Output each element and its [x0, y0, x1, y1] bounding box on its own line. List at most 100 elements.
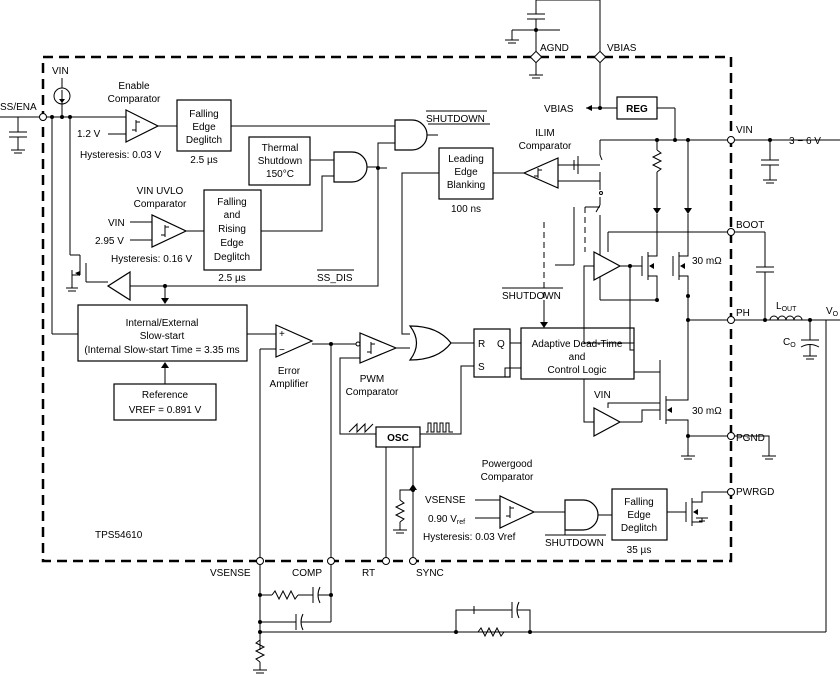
error-amplifier: + − Error Amplifier [259, 324, 356, 561]
uvlo-deglitch-5: Deglitch [214, 252, 250, 263]
pg-deglitch-delay: 35 µs [627, 545, 652, 556]
ilim-comparator: ILIM Comparator [519, 128, 600, 189]
sync-label: SYNC [416, 568, 444, 579]
and-gate-shutdown [394, 119, 428, 151]
rs-s: S [478, 362, 485, 373]
pg-deglitch-3: Deglitch [621, 523, 657, 534]
enable-comp-label-2: Comparator [108, 94, 161, 105]
agnd-pin [529, 50, 543, 64]
pg-deglitch-block [611, 488, 668, 541]
pwm-comparator-triangle [359, 332, 398, 364]
vbias-pin [593, 50, 607, 64]
pwrgd-transistor [667, 491, 731, 526]
uvlo-deglitch-block [203, 189, 262, 271]
pg-deglitch-1: Falling [624, 497, 653, 508]
ph-pin [727, 316, 735, 324]
ss-dis-label: SS_DIS [317, 273, 353, 284]
deadtime-line-3: Control Logic [548, 365, 607, 376]
enable-comp-label-1: Enable [118, 81, 150, 92]
vbias-internal-label: VBIAS [544, 104, 574, 115]
agnd-label: AGND [540, 43, 569, 54]
thermal-shutdown-block [248, 136, 311, 186]
reg-label: REG [626, 104, 648, 115]
enable-deglitch-1: Falling [189, 109, 218, 120]
rt-pin [382, 557, 390, 565]
vsense-label: VSENSE [210, 568, 251, 579]
pgnd-label: PGND [736, 433, 765, 444]
ilim-sense [543, 140, 692, 302]
low-side-driver: 30 mΩ VIN PGND [583, 320, 776, 460]
reference-line-2: VREF = 0.891 V [129, 405, 202, 416]
uvlo-deglitch-3: Rising [218, 224, 246, 235]
and-gate-powergood [564, 499, 599, 531]
deadtime-control-block [520, 327, 635, 380]
enable-comparator-triangle [125, 109, 160, 143]
pg-deglitch-2: Edge [627, 510, 651, 521]
uvlo-deglitch-4: Edge [220, 238, 244, 249]
ph-label: PH [736, 308, 750, 319]
powergood-label-2: Comparator [481, 472, 534, 483]
comp-pin [327, 557, 335, 565]
enable-threshold: 1.2 V [77, 129, 101, 140]
slowstart-line-1: Internal/External [126, 318, 199, 329]
pulse-icon [426, 422, 453, 433]
leb-line-2: Edge [454, 167, 478, 178]
leb-line-1: Leading [448, 154, 484, 165]
powergood-triangle [499, 495, 536, 529]
uvlo-threshold: 2.95 V [95, 236, 124, 247]
pwrgd-pin [727, 488, 735, 496]
slowstart-line-2: Slow-start [140, 331, 185, 342]
boot-pin [727, 228, 735, 236]
vin-low-label: VIN [594, 390, 611, 401]
enable-deglitch-block [176, 99, 232, 152]
output-inductor [769, 315, 803, 321]
powergood-vref: 0.90 Vref [428, 514, 465, 526]
pgnd-pin [727, 432, 735, 440]
vin-current-source: VIN [52, 66, 71, 105]
osc-label: OSC [387, 433, 409, 444]
uvlo-label-2: Comparator [134, 199, 187, 210]
leb-line-3: Blanking [447, 180, 485, 191]
high-side-driver: 30 mΩ [583, 214, 731, 351]
lout-label: LOUT [776, 301, 797, 313]
uvlo-comparator: VIN UVLO Comparator VIN 2.95 V Hysteresi… [95, 186, 204, 265]
powergood-label-1: Powergood [482, 459, 533, 470]
rs-q: Q [497, 339, 505, 350]
sawtooth-icon [348, 422, 374, 434]
boot-ph-network: BOOT PH LOUT CO VO [686, 220, 840, 632]
deadtime-line-2: and [569, 352, 586, 363]
uvlo-comparator-triangle [151, 214, 188, 248]
uvlo-label-1: VIN UVLO [137, 186, 184, 197]
powergood-comparator: Powergood Comparator VSENSE 0.90 Vref Hy… [423, 459, 565, 543]
part-number: TPS54610 [95, 530, 143, 541]
error-amp-minus: − [279, 345, 285, 356]
powergood-vsense: VSENSE [425, 495, 466, 506]
ilim-label-2: Comparator [519, 141, 572, 152]
sync-pin [409, 557, 417, 565]
uvlo-deglitch-1: Falling [217, 197, 246, 208]
reference-line-1: Reference [142, 390, 189, 401]
vbias-pin-label: VBIAS [607, 43, 637, 54]
rs-r: R [478, 339, 485, 350]
enable-comparator: Enable Comparator 1.2 V Hysteresis: 0.03… [77, 81, 177, 161]
rs-latch [473, 328, 511, 378]
pwm-label-2: Comparator [346, 387, 399, 398]
ss-dis-buffer [106, 270, 131, 302]
uvlo-hysteresis: Hysteresis: 0.16 V [111, 254, 192, 265]
enable-deglitch-2: Edge [192, 122, 216, 133]
co-label: CO [783, 337, 796, 349]
external-compensation [253, 565, 826, 674]
shutdown-label-1: SHUTDOWN [426, 114, 485, 125]
error-amp-triangle [275, 324, 314, 358]
shutdown-label-2: SHUTDOWN [502, 291, 561, 302]
slowstart-block [77, 304, 248, 362]
pwm-label-1: PWM [360, 374, 384, 385]
ilim-comparator-triangle [522, 157, 559, 189]
low-side-rds: 30 mΩ [692, 406, 722, 417]
shutdown-label-3: SHUTDOWN [545, 538, 604, 549]
thermal-line-1: Thermal [262, 143, 299, 154]
osc-block [375, 426, 421, 448]
thermal-line-3: 150°C [266, 169, 294, 180]
vin-range-label: 3 − 6 V [789, 136, 821, 147]
